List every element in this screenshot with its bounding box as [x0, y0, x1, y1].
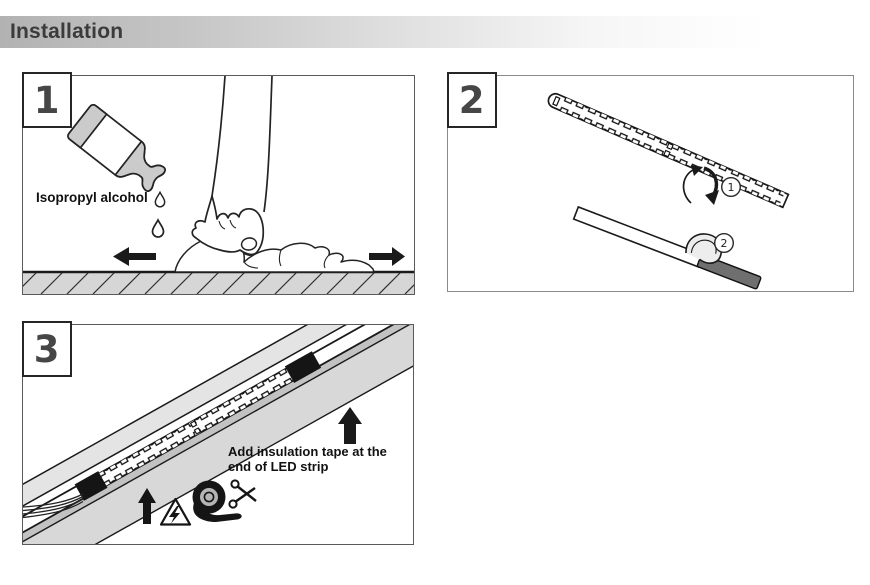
electrical-hazard-icon	[159, 497, 192, 526]
step-marker-2: 2	[714, 232, 735, 253]
panel-step-1: 1 Isopropyl alcohol	[21, 72, 415, 295]
alcohol-bottle-icon	[67, 104, 166, 192]
insulation-tape-mark	[284, 351, 322, 383]
wires	[23, 493, 84, 519]
step-number: 3	[33, 327, 60, 371]
panel-step-3: 3	[21, 321, 414, 545]
clean-surface-illustration: Isopropyl alcohol	[23, 76, 414, 294]
peel-liner-illustration: 1 2	[547, 92, 790, 290]
svg-text:2: 2	[721, 237, 728, 250]
up-arrow-icon	[338, 407, 362, 444]
section-title: Installation	[10, 20, 124, 43]
step-number-badge: 1	[21, 72, 72, 128]
surface-hatch	[23, 270, 414, 294]
svg-text:1: 1	[728, 181, 735, 194]
panel-step-2: 2	[446, 72, 854, 292]
bottle-label: Isopropyl alcohol	[36, 190, 148, 205]
right-arrow-icon	[369, 247, 405, 266]
scissors-icon	[228, 479, 257, 509]
arrow-up-icon	[138, 488, 156, 524]
section-header: Installation	[0, 16, 870, 48]
note-line-2: end of LED strip	[228, 459, 328, 474]
hand-wiping-illustration	[191, 76, 273, 256]
flip-arrow-icon	[682, 165, 719, 205]
adhesive-liner-illustration	[572, 205, 762, 290]
note-line-1: Add insulation tape at the	[228, 444, 387, 459]
step-number: 1	[33, 78, 60, 122]
step-number-badge: 2	[446, 72, 497, 128]
insulation-tape-roll-icon	[192, 480, 242, 522]
led-strip	[547, 92, 790, 209]
insulation-tape-mark	[74, 471, 108, 501]
step-number: 2	[458, 78, 485, 122]
channel-illustration	[23, 325, 413, 544]
step-marker-1: 1	[721, 176, 742, 197]
step-number-badge: 3	[21, 321, 72, 377]
water-drop-icon	[151, 190, 166, 238]
left-arrow-icon	[113, 247, 156, 266]
mounted-strip-illustration: Add insulation tape at the end of LED st…	[23, 325, 413, 544]
